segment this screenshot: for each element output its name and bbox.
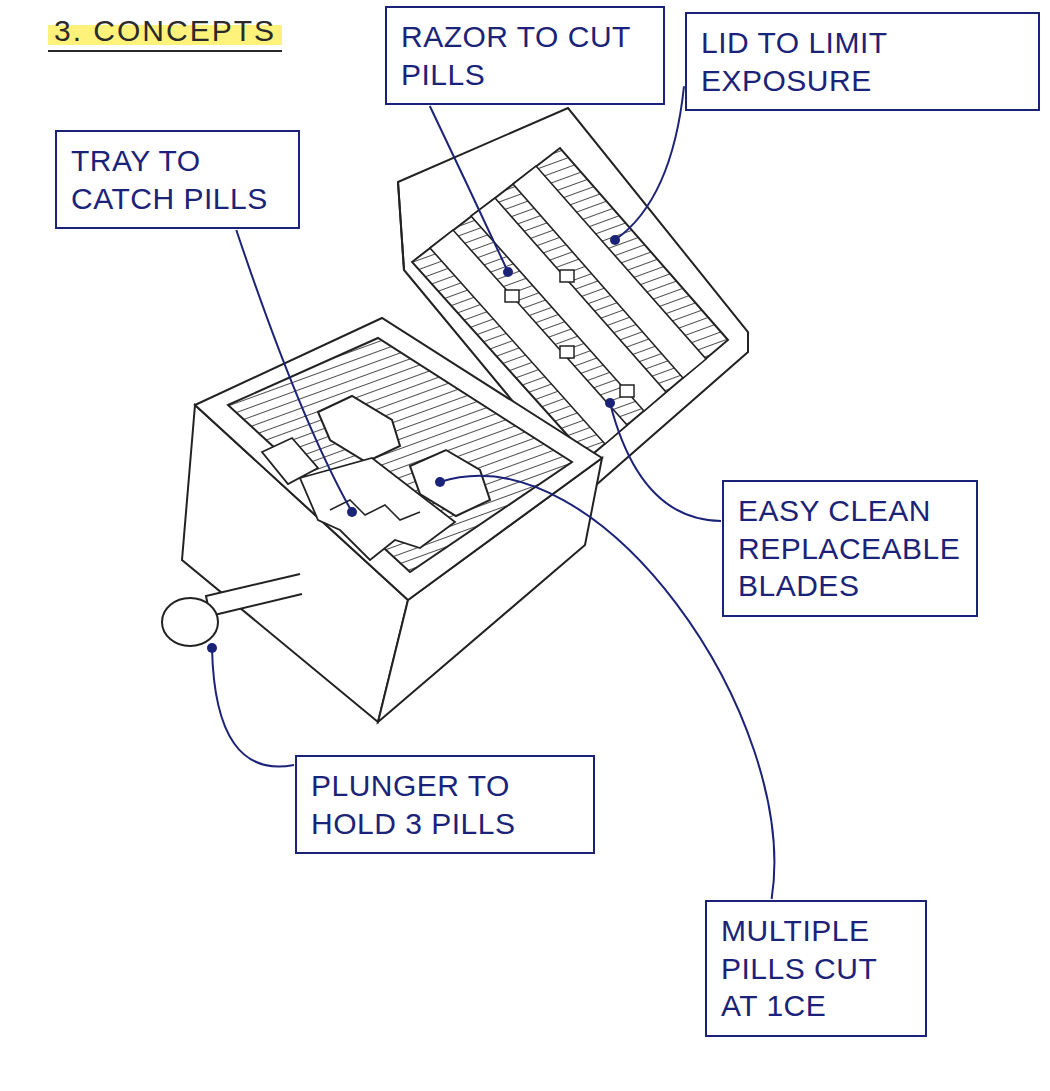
leader-dot bbox=[347, 507, 357, 517]
callout-text: PLUNGER TO HOLD 3 PILLS bbox=[311, 767, 579, 842]
tray-hatched-inside bbox=[228, 338, 572, 572]
callout-box: RAZOR TO CUT PILLS bbox=[385, 6, 665, 105]
blade-slot bbox=[513, 166, 706, 378]
callout-text: LID TO LIMIT EXPOSURE bbox=[701, 24, 1024, 99]
blade-tab bbox=[505, 290, 519, 302]
callout-text: MULTIPLE PILLS CUT AT 1CE bbox=[721, 912, 911, 1025]
leader-line bbox=[430, 106, 508, 272]
section-title: 3. CONCEPTS bbox=[48, 14, 282, 52]
callout-box: TRAY TO CATCH PILLS bbox=[55, 130, 300, 229]
lid-edge bbox=[398, 182, 404, 270]
pill-cavity bbox=[318, 396, 400, 462]
leader-dot bbox=[610, 235, 620, 245]
blade-tab bbox=[560, 270, 574, 282]
tray-rim bbox=[195, 318, 602, 600]
callout-text: RAZOR TO CUT PILLS bbox=[401, 18, 649, 93]
leader-dot bbox=[207, 643, 217, 653]
plunger-knob bbox=[162, 598, 218, 646]
leader-dot bbox=[435, 477, 445, 487]
callout-box: MULTIPLE PILLS CUT AT 1CE bbox=[705, 900, 927, 1037]
plunger-rod bbox=[206, 574, 302, 616]
leader-line bbox=[236, 230, 352, 512]
leader-line bbox=[615, 86, 684, 240]
blade-tab bbox=[620, 385, 634, 397]
leader-line bbox=[610, 403, 721, 521]
callout-box: EASY CLEAN REPLACEABLE BLADES bbox=[722, 480, 978, 617]
blade-tab bbox=[560, 346, 574, 358]
leader-line bbox=[212, 648, 294, 766]
catch-tray bbox=[300, 458, 455, 560]
callout-box: PLUNGER TO HOLD 3 PILLS bbox=[295, 755, 595, 854]
callout-text: EASY CLEAN REPLACEABLE BLADES bbox=[738, 492, 962, 605]
leader-dot bbox=[503, 267, 513, 277]
callout-text: TRAY TO CATCH PILLS bbox=[71, 142, 284, 217]
tray-step bbox=[330, 500, 420, 520]
leader-dot bbox=[605, 398, 615, 408]
callout-box: LID TO LIMIT EXPOSURE bbox=[685, 12, 1040, 111]
